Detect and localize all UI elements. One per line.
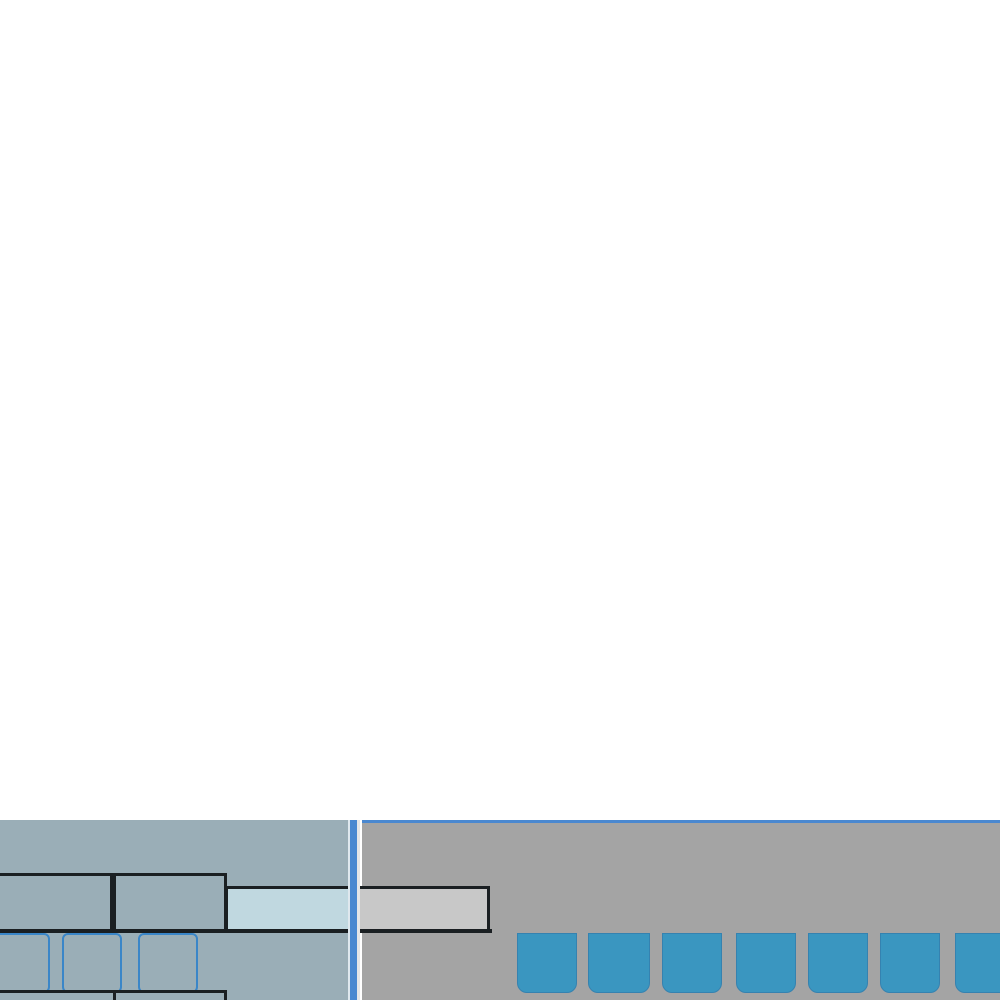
active-tab-right-part[interactable] [360, 886, 490, 931]
lower-tab-divider [113, 990, 116, 1000]
tab-2[interactable] [113, 873, 227, 931]
slot-outline[interactable] [62, 933, 122, 993]
slot-filled[interactable] [880, 933, 940, 993]
tab-baseline [0, 929, 492, 933]
active-tab-left-part[interactable] [225, 886, 350, 931]
slot-filled[interactable] [517, 933, 577, 993]
slot-filled[interactable] [808, 933, 868, 993]
tab-1[interactable] [0, 873, 113, 931]
slot-outline[interactable] [138, 933, 198, 993]
slot-filled[interactable] [736, 933, 796, 993]
slot-filled[interactable] [588, 933, 650, 993]
slot-filled[interactable] [662, 933, 722, 993]
slot-outline[interactable] [0, 933, 50, 993]
splitter-handle[interactable] [348, 820, 360, 1000]
slot-filled[interactable] [955, 933, 1000, 993]
